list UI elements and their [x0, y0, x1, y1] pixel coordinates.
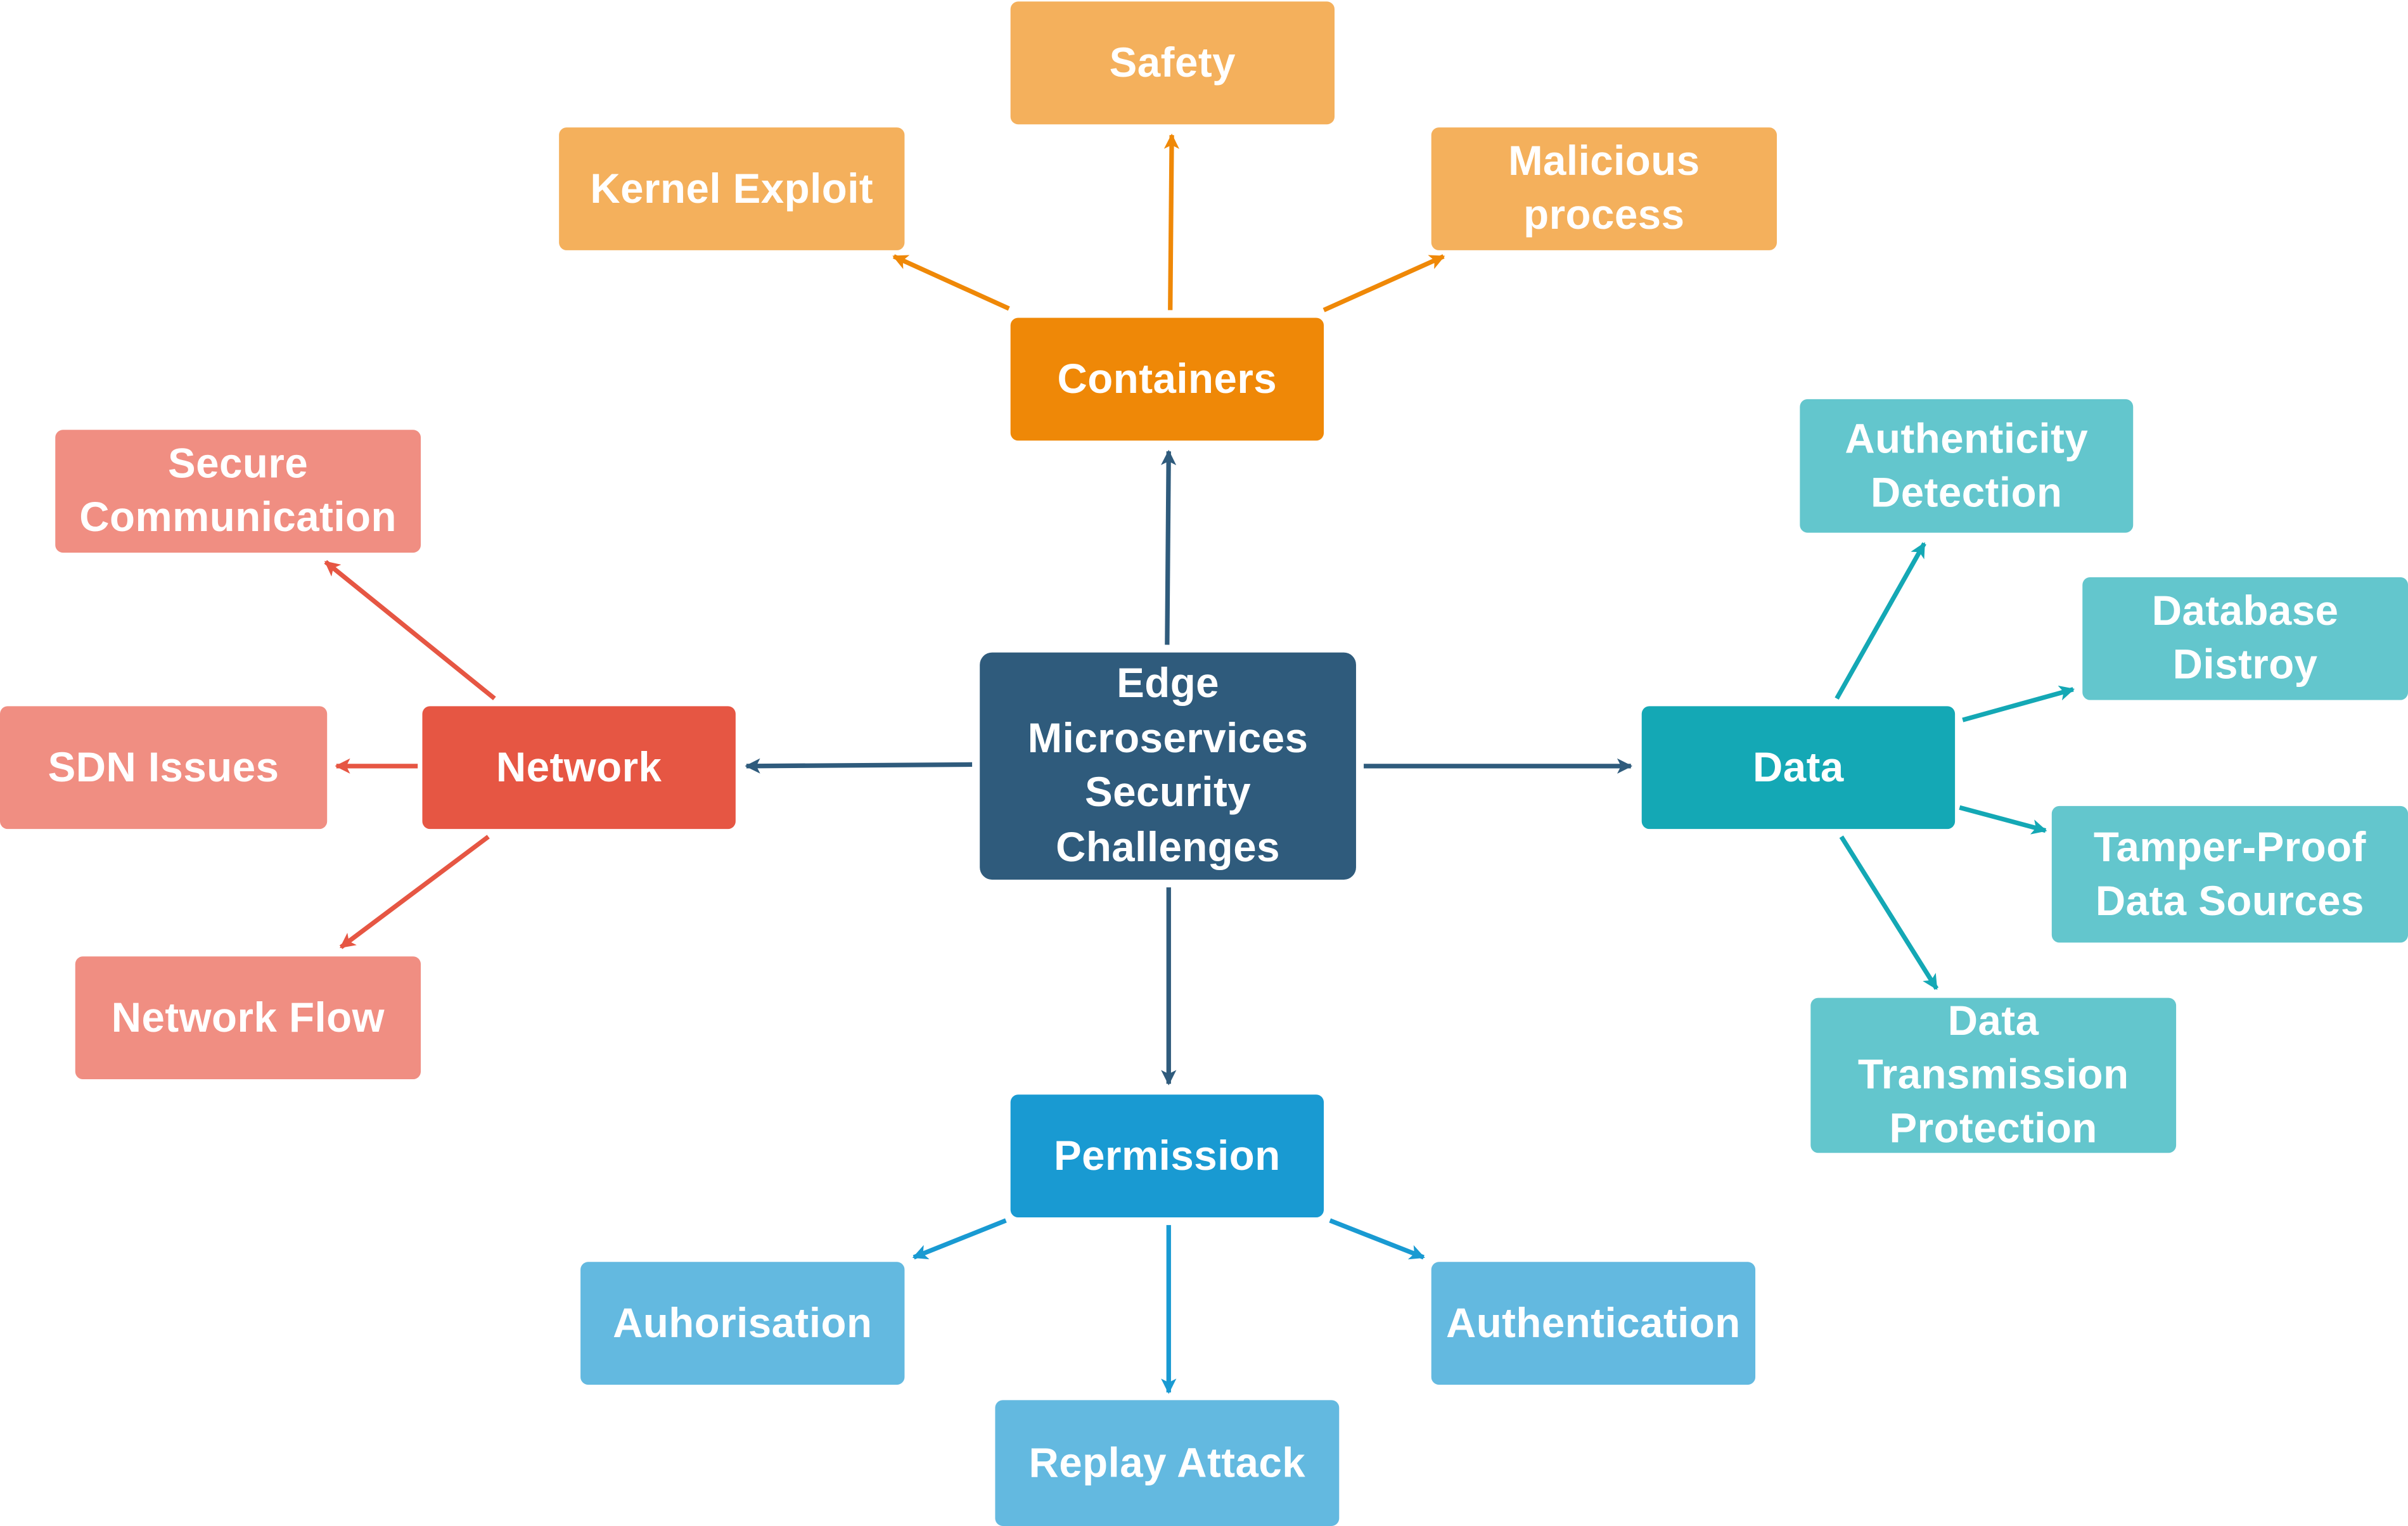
leaf-label-tamper-proof-data-sources: Tamper-Proof Data Sources	[2093, 823, 2366, 924]
leaf-label-database-distroy: Database Distroy	[2151, 587, 2339, 688]
branch-label-data: Data	[1753, 743, 1844, 790]
leaf-label-authentication: Authentication	[1445, 1299, 1741, 1346]
leaf-box-malicious-process[interactable]: Malicious process	[1431, 127, 1777, 250]
leaf-box-auhorisation[interactable]: Auhorisation	[580, 1262, 905, 1385]
leaf-box-kernel-exploit[interactable]: Kernel Exploit	[559, 127, 905, 250]
leaf-box-data-transmission-protection[interactable]: Data Transmission Protection	[1810, 997, 2177, 1153]
arrow-data-to-data-transmission-protection	[1839, 835, 1939, 991]
leaf-label-malicious-process: Malicious process	[1508, 138, 1700, 238]
central-topic-box[interactable]: Edge Microservices Security Challenges	[980, 652, 1356, 880]
leaf-box-sdn-issues[interactable]: SDN Issues	[0, 706, 328, 830]
leaf-box-authentication[interactable]: Authentication	[1431, 1262, 1756, 1385]
arrow-data-to-database-distroy	[1962, 685, 2075, 722]
arrow-permission-to-auhorisation	[912, 1218, 1007, 1260]
leaf-box-authenticity-detection[interactable]: Authenticity Detection	[1800, 399, 2134, 533]
leaf-box-tamper-proof-data-sources[interactable]: Tamper-Proof Data Sources	[2051, 805, 2408, 943]
branch-label-containers: Containers	[1057, 355, 1278, 402]
arrow-center-to-containers	[1160, 449, 1177, 645]
leaf-label-secure-communication: Secure Communication	[79, 440, 397, 541]
branch-box-permission[interactable]: Permission	[1010, 1094, 1324, 1218]
leaf-label-data-transmission-protection: Data Transmission Protection	[1857, 997, 2129, 1151]
leaf-box-database-distroy[interactable]: Database Distroy	[2082, 577, 2408, 700]
arrow-center-to-network	[745, 758, 973, 774]
branch-box-network[interactable]: Network	[422, 706, 736, 830]
central-topic-label: Edge Microservices Security Challenges	[1027, 660, 1309, 870]
leaf-box-replay-attack[interactable]: Replay Attack	[995, 1400, 1340, 1526]
leaf-label-sdn-issues: SDN Issues	[48, 743, 279, 790]
branch-box-data[interactable]: Data	[1641, 706, 1956, 830]
leaf-label-replay-attack: Replay Attack	[1028, 1439, 1306, 1485]
leaf-label-auhorisation: Auhorisation	[613, 1299, 873, 1346]
branch-label-network: Network	[496, 743, 662, 790]
branch-box-containers[interactable]: Containers	[1010, 317, 1324, 441]
arrow-containers-to-safety	[1163, 133, 1180, 311]
branch-label-permission: Permission	[1054, 1132, 1281, 1179]
leaf-label-authenticity-detection: Authenticity Detection	[1845, 415, 2089, 515]
arrow-data-to-tamper-proof-data-sources	[1959, 805, 2047, 835]
leaf-label-kernel-exploit: Kernel Exploit	[590, 165, 874, 212]
arrow-containers-to-malicious-process	[1322, 254, 1445, 312]
leaf-box-secure-communication[interactable]: Secure Communication	[55, 430, 421, 553]
leaf-box-network-flow[interactable]: Network Flow	[75, 956, 421, 1080]
leaf-box-safety[interactable]: Safety	[1010, 1, 1335, 125]
arrow-permission-to-authentication	[1329, 1218, 1425, 1260]
arrow-network-to-network-flow	[339, 835, 490, 949]
arrow-data-to-authenticity-detection	[1835, 542, 1926, 700]
leaf-label-safety: Safety	[1109, 39, 1236, 86]
arrow-containers-to-kernel-exploit	[892, 254, 1010, 311]
leaf-label-network-flow: Network Flow	[111, 994, 385, 1041]
arrow-network-to-secure-communication	[324, 560, 496, 701]
